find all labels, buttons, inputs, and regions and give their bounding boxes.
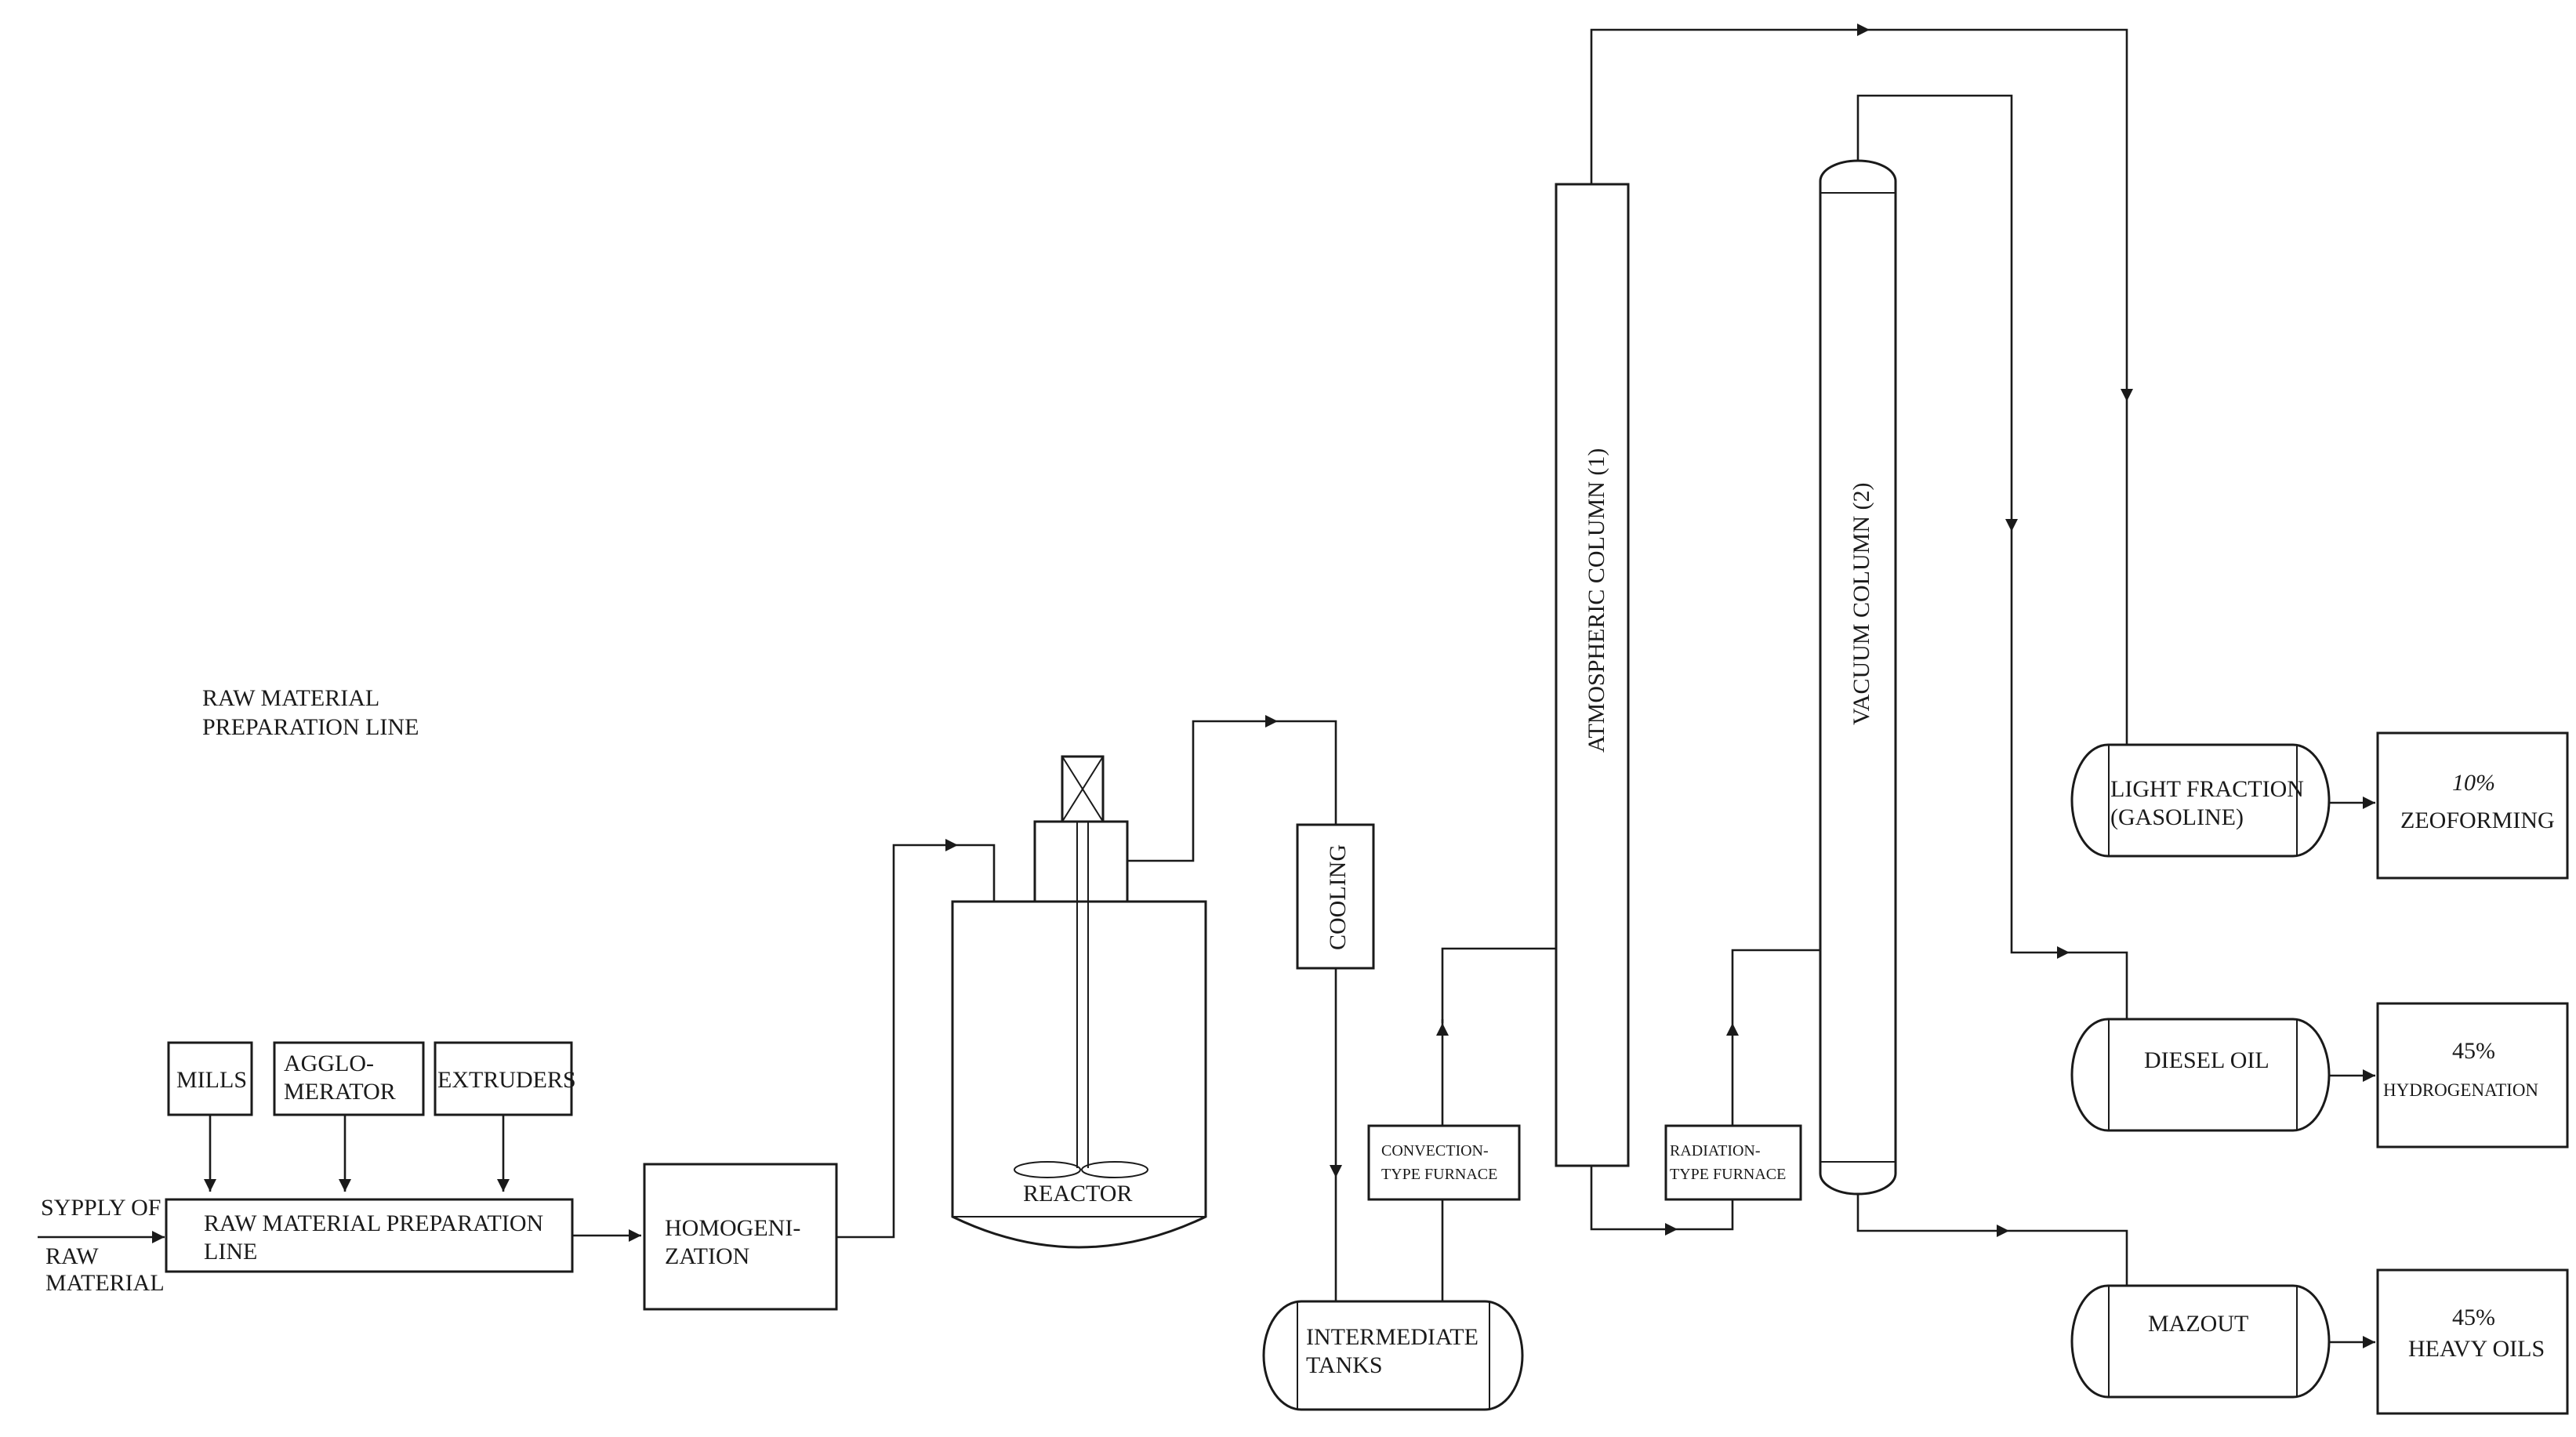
supply-label-line2: RAW	[45, 1243, 99, 1269]
supply-label-line3: MATERIAL	[45, 1270, 165, 1296]
heavy-oils-box	[2376, 1268, 2569, 1415]
prep-line-label-line2: LINE	[204, 1239, 257, 1265]
zeoforming-box	[2376, 731, 2569, 880]
prep-line-label-line1: RAW MATERIAL PREPARATION	[204, 1210, 543, 1236]
homogenization-box	[643, 1163, 838, 1311]
zeoforming-pct: 10%	[2452, 770, 2495, 796]
hydrogenation-pct: 45%	[2452, 1038, 2495, 1064]
light-fraction-label-line2: (GASOLINE)	[2110, 804, 2244, 830]
column2-top-line	[1856, 94, 2018, 532]
convection-furnace-label-line1: CONVECTION-	[1381, 1142, 1489, 1159]
reactor	[951, 755, 1207, 1249]
hydrogenation-label: HYDROGENATION	[2383, 1080, 2538, 1100]
mazout-label: MAZOUT	[2148, 1311, 2248, 1337]
hydrogenation-box	[2376, 1002, 2569, 1149]
vacuum-column-label: VACUUM COLUMN (2)	[1849, 483, 1874, 725]
light-fraction-label-line1: LIGHT FRACTION	[2110, 776, 2304, 802]
homogenization-label-line1: HOMOGENI-	[665, 1215, 800, 1241]
radiation-furnace-label-line1: RADIATION-	[1670, 1142, 1761, 1159]
section-title-line2: PREPARATION LINE	[202, 714, 419, 740]
diesel-oil-tank	[2070, 1018, 2331, 1132]
homogenization-label-line2: ZATION	[665, 1243, 749, 1269]
reactor-label: REACTOR	[1023, 1181, 1132, 1207]
section-title-line1: RAW MATERIAL	[202, 685, 379, 711]
column1-bottom-line	[1590, 1166, 1678, 1236]
homog-to-reactor-line	[836, 839, 958, 1239]
supply-label-line1: SYPPLY OF	[41, 1195, 161, 1221]
radiation-furnace-box	[1664, 1124, 1802, 1201]
column2-bottom-line	[1856, 1194, 2009, 1237]
reactor-to-cooling-line	[1127, 715, 1278, 862]
extruders-box	[434, 1041, 573, 1116]
reactor-inlet-line	[958, 844, 996, 902]
intermediate-tanks-label-line1: INTERMEDIATE	[1306, 1324, 1478, 1350]
cooling-label: COOLING	[1325, 844, 1351, 950]
convection-furnace-box	[1367, 1124, 1521, 1201]
agglomerator-box	[273, 1041, 425, 1116]
heavy-oils-pct: 45%	[2452, 1305, 2495, 1330]
cooling-box	[1296, 823, 1375, 970]
mazout-tank	[2070, 1284, 2331, 1399]
diesel-oil-label: DIESEL OIL	[2144, 1047, 2269, 1073]
convection-furnace-label-line2: TYPE FURNACE	[1381, 1166, 1497, 1183]
prep-line-box	[165, 1198, 574, 1273]
agglomerator-label-line2: MERATOR	[284, 1079, 396, 1105]
atmospheric-column-label: ATMOSPHERIC COLUMN (1)	[1584, 448, 1609, 753]
light-fraction-tank	[2070, 743, 2331, 858]
heavy-oils-label: HEAVY OILS	[2408, 1336, 2545, 1362]
agglomerator-label-line1: AGGLO-	[284, 1051, 374, 1076]
mills-label: MILLS	[176, 1067, 247, 1093]
extruders-label: EXTRUDERS	[437, 1067, 576, 1093]
intermediate-tanks	[1262, 1300, 1524, 1411]
zeoforming-label: ZEOFORMING	[2400, 807, 2555, 833]
atmospheric-column	[1555, 183, 1630, 1167]
intermediate-tanks-label-line2: TANKS	[1306, 1352, 1383, 1378]
radiation-furnace-label-line2: TYPE FURNACE	[1670, 1166, 1786, 1183]
column1-top-line	[1590, 24, 1870, 184]
